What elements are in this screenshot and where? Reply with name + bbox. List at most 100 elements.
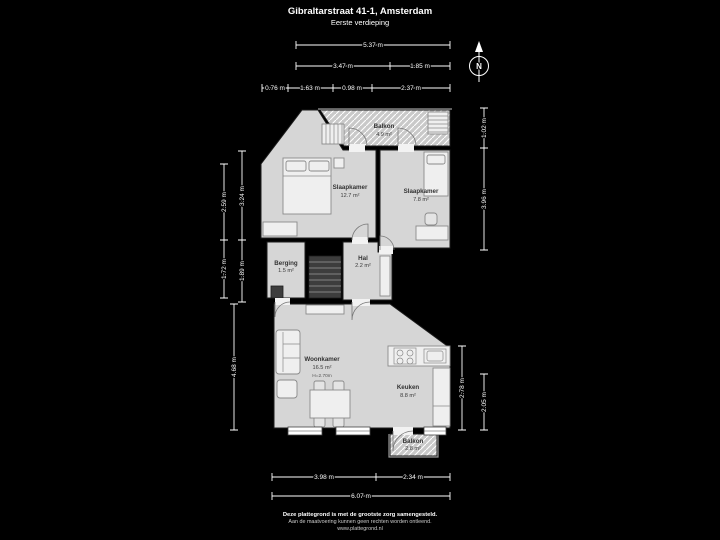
tv-cabinet — [305, 304, 345, 315]
door-gap — [275, 298, 290, 305]
dim-right-lower-inner: 2.78 m — [459, 378, 466, 398]
desk — [415, 225, 449, 241]
burner — [396, 349, 404, 357]
door-arc-balcony-2 — [397, 127, 417, 147]
label-slaapkamer-2: Slaapkamer — [404, 188, 439, 195]
dim-line — [220, 163, 228, 299]
door-arc-bedroom-1 — [351, 223, 369, 241]
dim-line — [271, 492, 451, 500]
nightstand — [333, 157, 345, 169]
dimensions-right: 1.02 m 3.96 m 2.78 m 2.05 m — [458, 107, 489, 431]
area-slaapkamer-2: 7.8 m² — [413, 197, 429, 203]
dim-bottom-left: 3.98 m — [314, 474, 334, 481]
dim-top-seg-1: 0.76 m — [265, 85, 285, 92]
windows — [287, 426, 447, 436]
staircase — [308, 255, 342, 299]
stove — [393, 347, 417, 365]
dining-table — [309, 389, 351, 419]
pillow — [426, 154, 446, 165]
door-arc-balcony-1 — [348, 127, 368, 147]
door-gap — [398, 144, 414, 152]
dim-left-lower: 4.68 m — [231, 357, 238, 377]
label-woonkamer: Woonkamer — [304, 356, 340, 363]
staircase-treads — [309, 261, 341, 293]
furniture-woonkamer — [275, 304, 351, 428]
dresser — [262, 221, 298, 237]
dim-line — [295, 62, 451, 70]
compass-rose: N — [469, 41, 489, 82]
label-keuken: Keuken — [397, 384, 420, 391]
dim-left-mid-inner: 1.89 m — [239, 261, 246, 281]
dim-bottom-total: 6.07 m — [351, 493, 371, 500]
doors — [274, 127, 417, 452]
door-mat — [321, 123, 345, 145]
height-woonkamer: H=2.70m — [312, 373, 332, 379]
dim-line — [238, 150, 246, 303]
dim-top-left: 3.47 m — [333, 63, 353, 70]
burner — [406, 357, 414, 365]
dim-right-lower-outer: 2.05 m — [481, 392, 488, 412]
area-keuken: 8.8 m² — [400, 393, 416, 399]
dim-line — [261, 84, 451, 92]
compass-arrowhead — [475, 41, 483, 52]
door-arc-berging — [274, 301, 291, 318]
sink — [423, 348, 447, 364]
desk-chair — [424, 212, 438, 226]
pillow — [285, 160, 307, 172]
dim-left-mid-outer: 1.72 m — [221, 259, 228, 279]
page-subtitle: Eerste verdieping — [331, 18, 389, 27]
door-arc-balcony-bottom — [392, 430, 414, 452]
dim-line — [271, 473, 451, 481]
dimensions-top: 5.37 m 3.47 m 1.85 m 0.76 m 1.63 m 0.98 … — [261, 41, 451, 93]
dim-line — [230, 303, 238, 431]
room-berging — [266, 241, 306, 299]
footer-line-1: Deze plattegrond is met de grootste zorg… — [283, 512, 438, 518]
sofa — [275, 329, 301, 375]
area-balkon-top: 4.9 m² — [376, 132, 392, 138]
dimensions-left: 2.59 m 1.72 m 3.24 m 1.89 m 4.68 m — [220, 150, 247, 431]
flower-box-stripes — [428, 115, 448, 133]
area-berging: 1.5 m² — [278, 268, 294, 274]
dim-line — [295, 41, 451, 49]
label-balkon-top: Balkon — [374, 123, 395, 130]
compass-north-label: N — [476, 62, 482, 71]
area-woonkamer: 16.5 m² — [313, 365, 332, 371]
dim-line — [458, 345, 466, 431]
dim-top-seg-2: 1.63 m — [300, 85, 320, 92]
balcony-bottom-railing — [388, 434, 439, 458]
furniture-keuken — [387, 345, 451, 427]
furniture-slaapkamer-1 — [262, 157, 345, 237]
compass-circle — [469, 56, 489, 76]
door-gap — [352, 299, 370, 306]
dim-right-balcony: 1.02 m — [481, 118, 488, 138]
pillow — [308, 160, 330, 172]
armchair — [276, 379, 298, 399]
area-hal: 2.2 m² — [355, 263, 371, 269]
label-balkon-bottom: Balkon — [403, 438, 424, 445]
label-hal: Hal — [358, 255, 368, 262]
footer-line-3: www.plattegrond.nl — [336, 526, 383, 532]
label-slaapkamer-1: Slaapkamer — [333, 184, 368, 191]
dim-left-upper-outer: 2.59 m — [221, 192, 228, 212]
dim-bottom-right: 2.34 m — [403, 474, 423, 481]
dim-line — [480, 373, 488, 431]
chimney-block — [270, 285, 284, 299]
dim-top-seg-3: 0.98 m — [342, 85, 362, 92]
sofa-cushion-lines — [282, 332, 300, 372]
burner — [396, 357, 404, 365]
door-mat-stripes — [325, 124, 343, 144]
burner — [406, 349, 414, 357]
room-balkon-bottom — [389, 433, 438, 457]
dim-right-upper: 3.96 m — [481, 189, 488, 209]
door-arc-bedroom-2 — [379, 235, 395, 251]
area-balkon-bottom: 2.8 m² — [405, 446, 421, 452]
door-gap — [352, 237, 368, 244]
hall-closet — [379, 255, 391, 297]
page-title: Gibraltarstraat 41-1, Amsterdam — [288, 6, 432, 17]
door-gap — [393, 427, 413, 435]
footer-line-2: Aan de maatvoering kunnen geen rechten w… — [288, 519, 431, 525]
counter-right — [432, 367, 451, 427]
dimensions-bottom: 3.98 m 2.34 m 6.07 m — [271, 473, 451, 501]
label-berging: Berging — [274, 260, 298, 267]
